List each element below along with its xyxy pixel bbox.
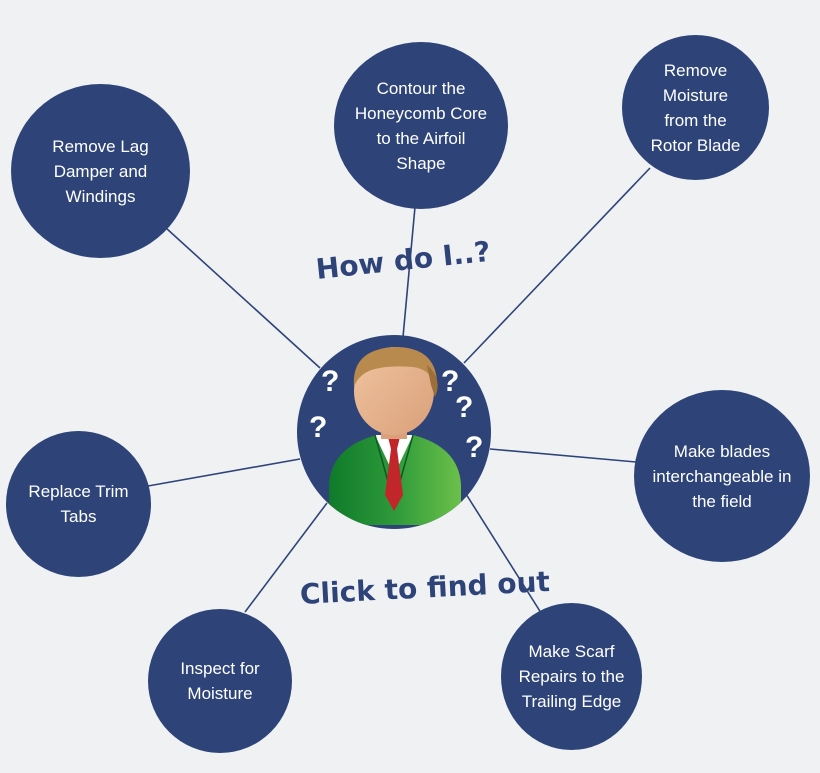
question-mark-icon: ? [321, 365, 340, 398]
node-inspect-for-moisture[interactable]: Inspect for Moisture [148, 609, 292, 753]
connector-line-interchangeable [489, 448, 637, 463]
question-mark-icon: ? [441, 365, 460, 398]
question-mark-icon: ? [465, 431, 484, 464]
node-label: Make blades interchangeable in the field [652, 441, 792, 511]
node-label: Inspect for Moisture [180, 659, 260, 703]
node-make-scarf-repairs[interactable]: Make Scarf Repairs to the Trailing Edge [501, 603, 642, 750]
connector-line-inspect [244, 502, 328, 613]
node-label: Remove Moisture from the Rotor Blade [650, 60, 741, 155]
connector-line-moisture-removal [463, 167, 651, 364]
connector-line-lag-damper [165, 227, 321, 369]
node-remove-lag-damper[interactable]: Remove Lag Damper and Windings [11, 84, 190, 258]
node-remove-moisture-rotor-blade[interactable]: Remove Moisture from the Rotor Blade [622, 35, 769, 180]
node-label: Contour the Honeycomb Core to the Airfoi… [354, 78, 488, 173]
question-mark-icon: ? [455, 391, 474, 424]
node-contour-honeycomb-core[interactable]: Contour the Honeycomb Core to the Airfoi… [334, 42, 508, 209]
node-label: Remove Lag Damper and Windings [52, 136, 149, 206]
question-mark-icon: ? [309, 411, 328, 444]
node-label: Make Scarf Repairs to the Trailing Edge [518, 642, 625, 711]
node-label: Replace Trim Tabs [28, 482, 129, 526]
connector-line-honeycomb [402, 206, 416, 338]
hub-circle[interactable]: ? ? ? ? ? [297, 335, 491, 529]
connector-line-trim-tabs [147, 458, 301, 487]
confused-person-icon [329, 347, 461, 525]
node-replace-trim-tabs[interactable]: Replace Trim Tabs [6, 431, 151, 577]
node-make-blades-interchangeable[interactable]: Make blades interchangeable in the field [634, 390, 810, 562]
connector-line-scarf-repairs [465, 493, 544, 617]
